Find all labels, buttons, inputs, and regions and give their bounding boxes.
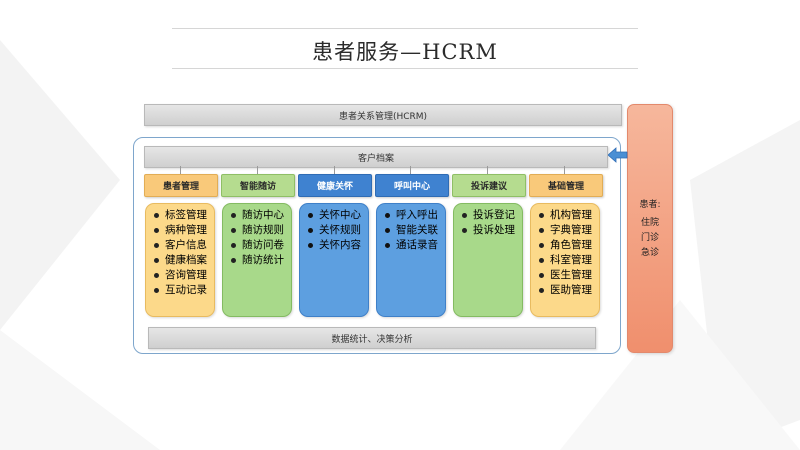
list-item: 呼入呼出 [385, 208, 445, 223]
customer-archive-bar: 客户档案 [144, 146, 608, 168]
bullet-icon [385, 213, 390, 218]
bullet-icon [231, 243, 236, 248]
column-header-patient-management: 患者管理 [144, 174, 218, 197]
list-item: 互动记录 [154, 283, 214, 298]
list-item: 关怀规则 [308, 223, 368, 238]
column-header-complaints: 投诉建议 [452, 174, 526, 197]
column-header-smart-followup: 智能随访 [221, 174, 295, 197]
column-body-complaints: 投诉登记 投诉处理 [453, 203, 523, 317]
bullet-icon [231, 258, 236, 263]
bullet-icon [462, 228, 467, 233]
bullet-icon [539, 243, 544, 248]
bullet-icon [539, 228, 544, 233]
bullet-icon [154, 273, 159, 278]
module-frame [133, 137, 621, 354]
list-item: 角色管理 [539, 238, 599, 253]
bullet-icon [154, 258, 159, 263]
patient-type-item: 急诊 [640, 248, 659, 258]
title-line-top [172, 28, 638, 29]
list-item: 医生管理 [539, 268, 599, 283]
column-header-base-management: 基础管理 [529, 174, 603, 197]
list-item: 咨询管理 [154, 268, 214, 283]
bullet-icon [539, 258, 544, 263]
bullet-icon [308, 213, 313, 218]
column-body-health-care: 关怀中心 关怀规则 关怀内容 [299, 203, 369, 317]
bullet-icon [154, 288, 159, 293]
data-analysis-bar: 数据统计、决策分析 [148, 327, 596, 349]
list-item: 科室管理 [539, 253, 599, 268]
list-item: 客户信息 [154, 238, 214, 253]
connector-line [257, 166, 258, 174]
list-item: 关怀中心 [308, 208, 368, 223]
bullet-icon [231, 228, 236, 233]
page-title: 患者服务—HCRM [312, 40, 498, 64]
list-item: 机构管理 [539, 208, 599, 223]
list-item: 智能关联 [385, 223, 445, 238]
list-item: 医助管理 [539, 283, 599, 298]
list-item: 投诉登记 [462, 208, 522, 223]
arrow-left-icon [608, 147, 628, 163]
column-header-call-center: 呼叫中心 [375, 174, 449, 197]
bullet-icon [539, 213, 544, 218]
list-item: 健康档案 [154, 253, 214, 268]
list-item: 随访规则 [231, 223, 291, 238]
bullet-icon [154, 243, 159, 248]
column-body-smart-followup: 随访中心 随访规则 随访问卷 随访统计 [222, 203, 292, 317]
connector-line [410, 166, 411, 174]
list-item: 随访中心 [231, 208, 291, 223]
title-line-bottom [172, 68, 638, 69]
bullet-icon [385, 228, 390, 233]
column-body-base-management: 机构管理 字典管理 角色管理 科室管理 医生管理 医助管理 [530, 203, 600, 317]
hcrm-bar: 患者关系管理(HCRM) [144, 104, 622, 126]
list-item: 字典管理 [539, 223, 599, 238]
patient-type-label: 患者: [639, 200, 661, 210]
column-body-call-center: 呼入呼出 智能关联 通话录音 [376, 203, 446, 317]
connector-line [180, 166, 181, 174]
bullet-icon [308, 243, 313, 248]
connector-line [564, 166, 565, 174]
column-header-health-care: 健康关怀 [298, 174, 372, 197]
bullet-icon [154, 228, 159, 233]
bullet-icon [308, 228, 313, 233]
patient-type-item: 门诊 [640, 233, 659, 243]
connector-line [487, 166, 488, 174]
bullet-icon [539, 273, 544, 278]
bullet-icon [385, 243, 390, 248]
list-item: 随访统计 [231, 253, 291, 268]
list-item: 病种管理 [154, 223, 214, 238]
patient-type-panel: 患者: 住院 门诊 急诊 [627, 104, 673, 353]
bullet-icon [462, 213, 467, 218]
patient-type-item: 住院 [640, 218, 659, 228]
list-item: 通话录音 [385, 238, 445, 253]
list-item: 投诉处理 [462, 223, 522, 238]
bullet-icon [231, 213, 236, 218]
list-item: 标签管理 [154, 208, 214, 223]
bullet-icon [154, 213, 159, 218]
bullet-icon [539, 288, 544, 293]
list-item: 随访问卷 [231, 238, 291, 253]
connector-line [334, 166, 335, 174]
column-body-patient-management: 标签管理 病种管理 客户信息 健康档案 咨询管理 互动记录 [145, 203, 215, 317]
list-item: 关怀内容 [308, 238, 368, 253]
